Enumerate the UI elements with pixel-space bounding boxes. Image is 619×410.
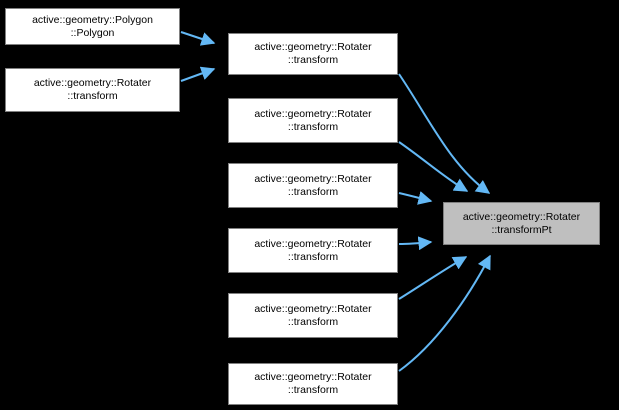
edge-transform3-to-transformpt (398, 191, 433, 205)
edge-transform4-to-transformpt (398, 236, 433, 251)
edge-transform-caller-to-transform (180, 66, 216, 82)
node-rotater-transform-caller[interactable]: active::geometry::Rotater ::transform (5, 68, 180, 112)
node-label: active::geometry::Rotater ::transform (33, 77, 152, 102)
node-label: active::geometry::Polygon ::Polygon (32, 13, 153, 39)
node-rotater-transform-3[interactable]: active::geometry::Rotater ::transform (228, 163, 398, 208)
node-polygon-constructor[interactable]: active::geometry::Polygon ::Polygon (5, 8, 180, 45)
node-rotater-transform-4[interactable]: active::geometry::Rotater ::transform (228, 228, 398, 273)
edge-transform1-to-transformpt (398, 73, 491, 194)
edge-transform2-to-transformpt (398, 141, 469, 192)
node-label: active::geometry::Rotater ::transform (254, 41, 372, 66)
node-label: active::geometry::Rotater ::transform (254, 107, 372, 133)
node-rotater-transform-5[interactable]: active::geometry::Rotater ::transform (228, 293, 398, 338)
node-rotater-transform-6[interactable]: active::geometry::Rotater ::transform (228, 363, 398, 405)
node-rotater-transform-2[interactable]: active::geometry::Rotater ::transform (228, 98, 398, 143)
node-label: active::geometry::Rotater ::transform (254, 237, 372, 263)
node-label: active::geometry::Rotater ::transform (254, 172, 372, 198)
node-label: active::geometry::Rotater ::transform (254, 371, 372, 396)
edge-transform6-to-transformpt (398, 254, 491, 372)
node-rotater-transformpt-current[interactable]: active::geometry::Rotater ::transformPt (443, 202, 600, 245)
node-label: active::geometry::Rotater ::transform (254, 302, 372, 328)
node-rotater-transform-1[interactable]: active::geometry::Rotater ::transform (228, 33, 398, 75)
node-label: active::geometry::Rotater ::transformPt (462, 210, 581, 236)
edge-transform5-to-transformpt (398, 256, 468, 300)
edge-polygon-ctor-to-transform (180, 31, 216, 46)
